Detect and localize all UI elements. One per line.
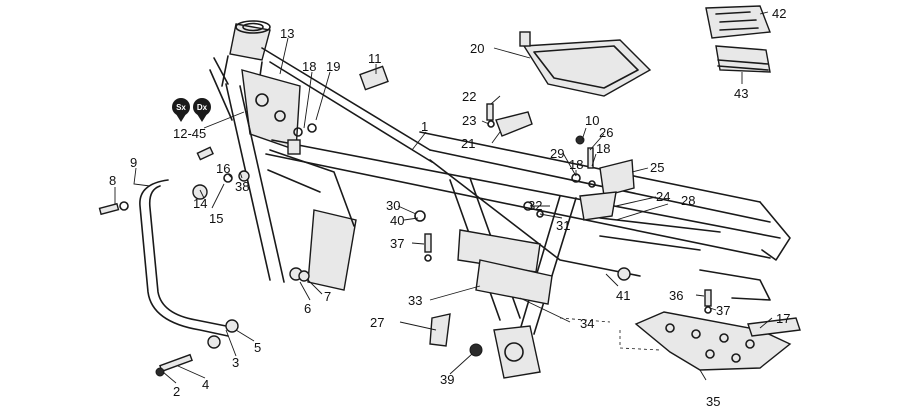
- callout-25: 25: [650, 160, 664, 175]
- tool-tray: [519, 31, 652, 97]
- callout-29: 29: [550, 146, 564, 161]
- swingarm-pivot: [493, 325, 541, 379]
- callout-10: 10: [585, 113, 599, 128]
- callout-1: 1: [421, 119, 428, 134]
- crash-bar: [139, 179, 239, 349]
- badge-sx-label: Sx: [176, 103, 186, 112]
- callout-15: 15: [209, 211, 223, 226]
- head-gusset: [241, 69, 301, 151]
- callout-37-a: 37: [390, 236, 404, 251]
- callout-28: 28: [681, 193, 695, 208]
- callout-3: 3: [232, 355, 239, 370]
- main-frame: [209, 20, 791, 379]
- callout-27: 27: [370, 315, 384, 330]
- callout-34: 34: [580, 316, 594, 331]
- badge-dx: Dx: [193, 98, 211, 122]
- callout-43: 43: [734, 86, 748, 101]
- tool-bag: [705, 5, 771, 39]
- callout-41: 41: [616, 288, 630, 303]
- callout-8: 8: [109, 173, 116, 188]
- callout-6: 6: [304, 301, 311, 316]
- callout-23: 23: [462, 113, 476, 128]
- skid-plate: [559, 311, 801, 371]
- callout-31: 31: [556, 218, 570, 233]
- callout-13: 13: [280, 26, 294, 41]
- leader-lines: [114, 11, 773, 384]
- callout-7: 7: [324, 289, 331, 304]
- callout-37-b: 37: [716, 303, 730, 318]
- callout-16: 16: [216, 161, 230, 176]
- callouts: 1 2 3 4 5 6 7 8 9 10 11 12-45 13 14 15 1…: [109, 6, 790, 409]
- callout-17: 17: [776, 311, 790, 326]
- callout-4: 4: [202, 377, 209, 392]
- callout-11: 11: [368, 51, 382, 66]
- callout-18-c: 18: [596, 141, 610, 156]
- callout-5: 5: [254, 340, 261, 355]
- side-badges: Sx Dx: [172, 98, 211, 122]
- badge-dx-label: Dx: [197, 103, 208, 112]
- callout-36: 36: [669, 288, 683, 303]
- callout-35: 35: [706, 394, 720, 409]
- callout-26: 26: [599, 125, 613, 140]
- callout-30: 30: [386, 198, 400, 213]
- callout-38: 38: [235, 179, 249, 194]
- callout-9: 9: [130, 155, 137, 170]
- callout-42: 42: [772, 6, 786, 21]
- callout-12-45: 12-45: [173, 126, 206, 141]
- callout-21: 21: [461, 136, 475, 151]
- hardware: [98, 65, 712, 377]
- callout-40: 40: [390, 213, 404, 228]
- owner-manual: [715, 45, 771, 73]
- steering-head: [221, 20, 271, 91]
- top-tube: [261, 47, 433, 163]
- callout-18-b: 18: [569, 157, 583, 172]
- callout-33: 33: [408, 293, 422, 308]
- callout-22: 22: [462, 89, 476, 104]
- badge-sx: Sx: [172, 98, 190, 122]
- callout-32: 32: [528, 198, 542, 213]
- callout-14: 14: [193, 196, 207, 211]
- callout-20: 20: [470, 41, 484, 56]
- callout-18-a: 18: [302, 59, 316, 74]
- callout-24: 24: [656, 189, 670, 204]
- lower-rail: [265, 139, 781, 259]
- callout-19: 19: [326, 59, 340, 74]
- callout-39: 39: [440, 372, 454, 387]
- callout-2: 2: [173, 384, 180, 399]
